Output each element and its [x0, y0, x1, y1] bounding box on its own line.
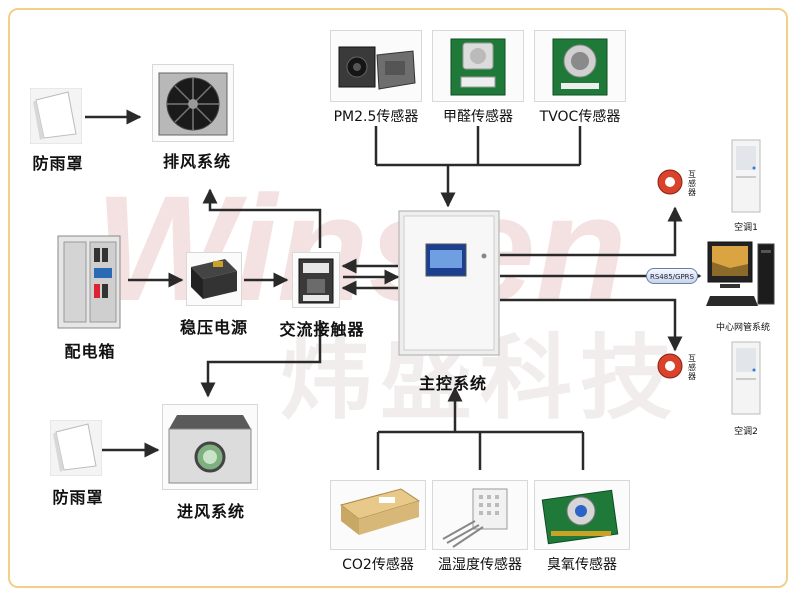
formaldehyde-sensor-label: 甲醛传感器 — [443, 109, 513, 125]
distribution-box-label: 配电箱 — [64, 342, 116, 361]
wire-contactor-intake — [200, 320, 322, 398]
regulator-label: 稳压电源 — [179, 318, 248, 337]
pm25-sensor-label: PM2.5传感器 — [333, 109, 419, 125]
transformer-bottom-image — [656, 352, 684, 380]
main-control-label: 主控系统 — [418, 374, 487, 393]
rain-cover-bottom-label: 防雨罩 — [52, 488, 104, 507]
tvoc-sensor-image — [534, 30, 626, 102]
transformer-top-label: 互感器 — [688, 170, 696, 197]
air-conditioner-2-label: 空调2 — [734, 427, 758, 437]
diagram-frame — [8, 8, 788, 588]
co2-sensor-image — [330, 480, 426, 550]
exhaust-fan-image — [152, 64, 234, 142]
tvoc-sensor-label: TVOC传感器 — [539, 109, 621, 125]
rain-cover-top-label: 防雨罩 — [32, 154, 84, 173]
pm25-sensor-image — [330, 30, 422, 102]
exhaust-label: 排风系统 — [162, 152, 231, 171]
rs485-gprs-link-badge: RS485/GPRS — [646, 268, 698, 284]
transformer-bottom-label: 互感器 — [688, 354, 696, 381]
co2-sensor-label: CO2传感器 — [342, 557, 414, 573]
rain-cover-top-image — [29, 87, 83, 145]
contactor-image — [292, 252, 340, 308]
air-conditioner-2-image — [730, 340, 762, 416]
monitor-computer-image — [706, 238, 776, 312]
wire-main-transformer-top — [500, 206, 683, 257]
humidity-sensor-image — [432, 480, 528, 550]
ozone-sensor-image — [534, 480, 630, 550]
regulator-image — [186, 252, 242, 306]
humidity-sensor-label: 温湿度传感器 — [438, 557, 522, 573]
air-conditioner-1-image — [730, 138, 762, 214]
air-conditioner-1-label: 空调1 — [734, 223, 758, 233]
rain-cover-bottom-image — [49, 419, 103, 477]
intake-unit-image — [162, 404, 258, 490]
intake-label: 进风系统 — [176, 502, 245, 521]
monitor-label: 中心网管系统 — [715, 323, 770, 333]
contactor-label: 交流接触器 — [279, 320, 365, 339]
formaldehyde-sensor-image — [432, 30, 524, 102]
ozone-sensor-label: 臭氧传感器 — [547, 557, 617, 573]
distribution-box-image — [56, 234, 122, 330]
wire-contactor-exhaust — [202, 188, 322, 248]
transformer-top-image — [656, 168, 684, 196]
wire-main-transformer-bottom — [500, 298, 683, 352]
main-control-cabinet-image — [398, 210, 500, 356]
